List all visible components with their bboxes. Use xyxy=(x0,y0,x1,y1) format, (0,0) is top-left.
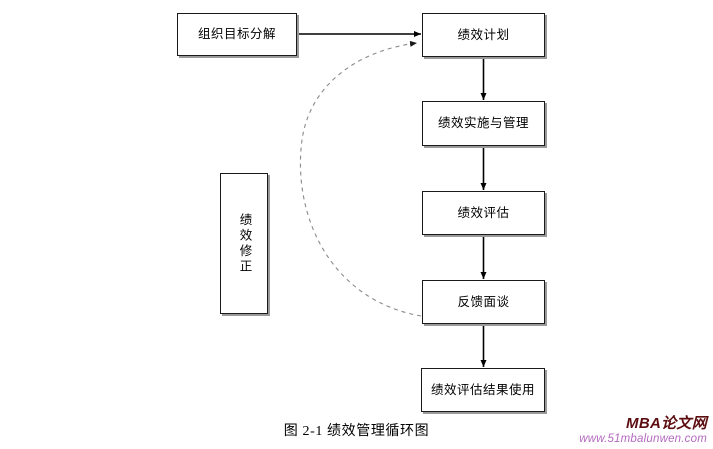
node-performance-assessment[interactable]: 绩效评估 xyxy=(422,191,545,235)
node-feedback-interview-label: 反馈面谈 xyxy=(457,294,510,309)
figure-caption: 图 2-1 绩效管理循环图 xyxy=(283,424,430,439)
node-performance-revision-label: 绩效修正 xyxy=(237,212,252,275)
node-org-goal[interactable]: 组织目标分解 xyxy=(177,13,297,56)
edge-feedback-to-plan-loop xyxy=(299,40,422,317)
node-performance-implementation[interactable]: 绩效实施与管理 xyxy=(422,101,545,146)
watermark: MBA论文网 www.51mbalunwen.com xyxy=(579,416,707,445)
node-performance-assessment-label: 绩效评估 xyxy=(457,205,510,220)
node-feedback-interview[interactable]: 反馈面谈 xyxy=(422,280,545,324)
watermark-brand: MBA论文网 xyxy=(626,415,707,432)
node-org-goal-label: 组织目标分解 xyxy=(197,27,276,42)
node-performance-plan[interactable]: 绩效计划 xyxy=(422,13,545,57)
node-performance-revision[interactable]: 绩效修正 xyxy=(220,173,268,314)
node-result-use-label: 绩效评估结果使用 xyxy=(430,382,535,397)
node-performance-implementation-label: 绩效实施与管理 xyxy=(437,116,529,131)
node-result-use[interactable]: 绩效评估结果使用 xyxy=(421,368,545,412)
node-performance-plan-label: 绩效计划 xyxy=(457,27,510,42)
watermark-url: www.51mbalunwen.com xyxy=(579,432,707,445)
